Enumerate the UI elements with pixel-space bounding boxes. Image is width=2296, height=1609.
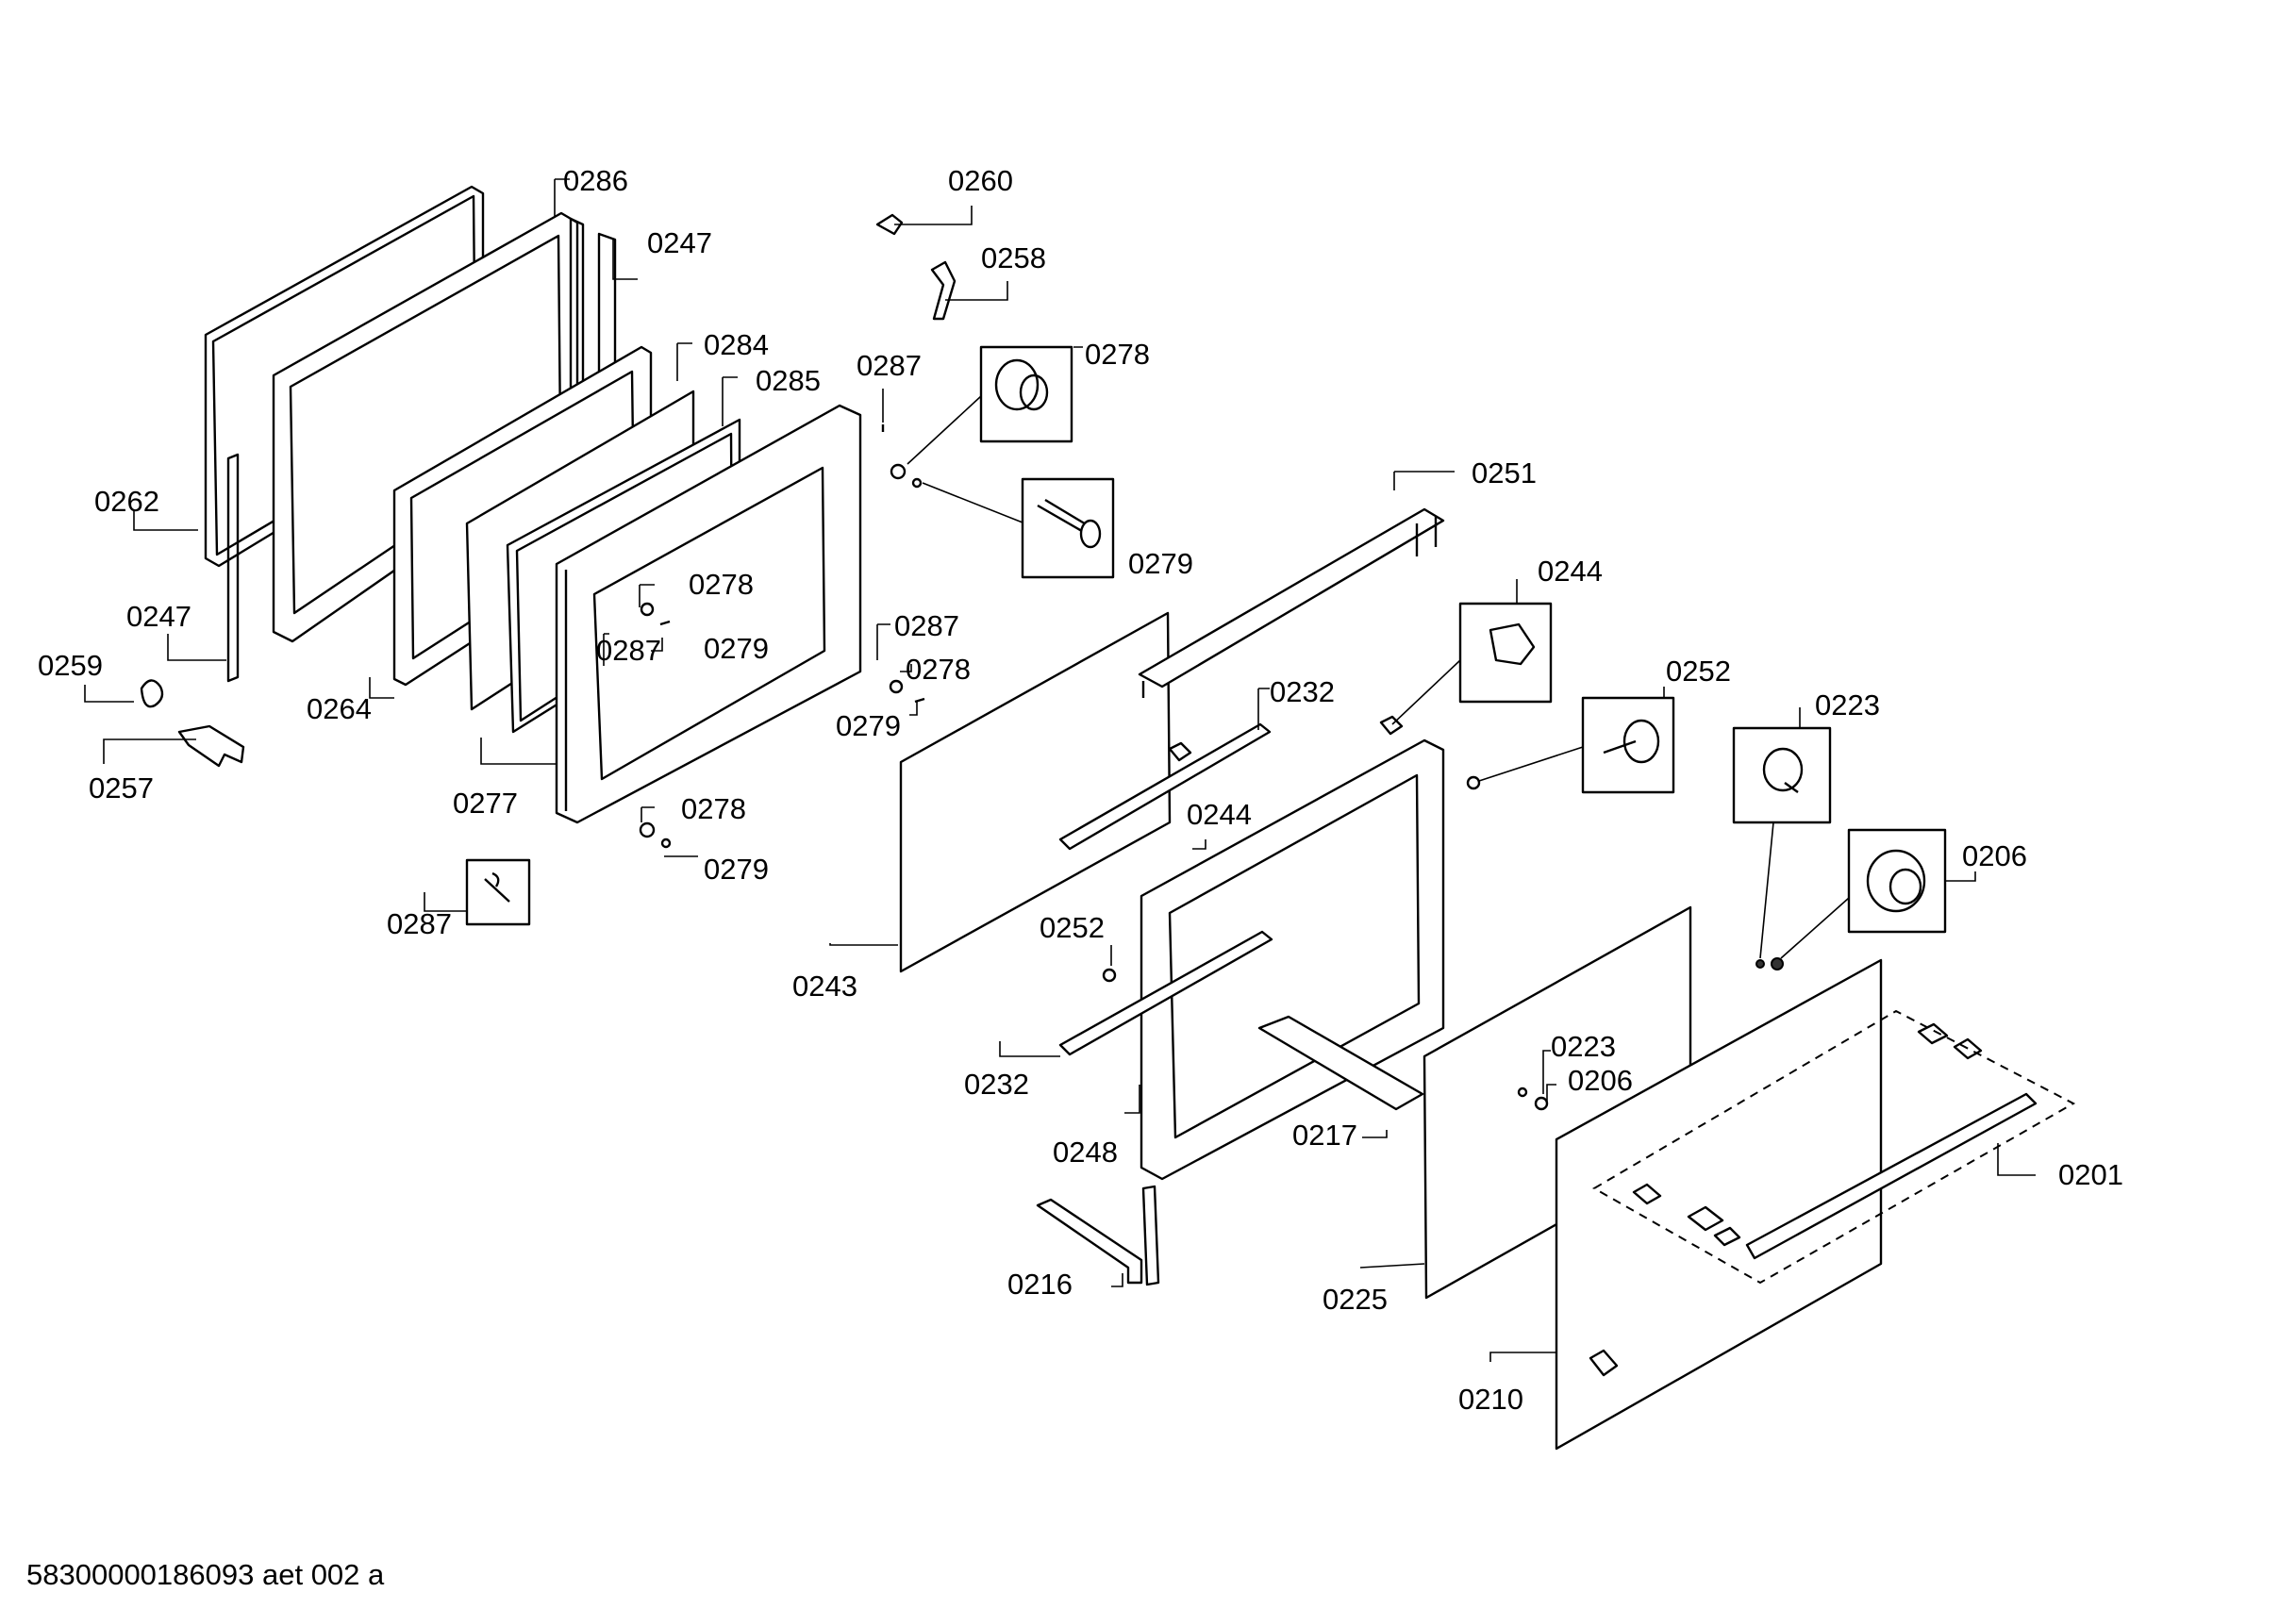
callout-0284: 0284	[704, 328, 769, 361]
callout-0244a: 0244	[1538, 555, 1603, 588]
callout-0210: 0210	[1458, 1383, 1523, 1416]
callout-0216: 0216	[1007, 1268, 1073, 1301]
callout-0206a: 0206	[1962, 839, 2027, 872]
callout-0279a: 0279	[704, 632, 769, 665]
callout-0259: 0259	[38, 649, 103, 682]
callout-0279c: 0279	[1128, 547, 1193, 580]
callout-0223b: 0223	[1551, 1030, 1616, 1063]
callout-0287a: 0287	[596, 634, 661, 667]
part-0232-rail-b	[1058, 930, 1273, 1056]
callout-0279b: 0279	[704, 853, 769, 886]
part-0287-screw-box	[465, 858, 531, 926]
callout-0287d: 0287	[894, 609, 959, 642]
callout-0262: 0262	[94, 485, 159, 518]
callout-0278b: 0278	[681, 792, 746, 825]
part-0259-clip	[140, 679, 164, 708]
small-parts-middle	[1102, 715, 1481, 983]
callout-labels: 0286 0247 0284 0285 0262 0247 0259 0257 …	[38, 164, 2123, 1416]
callout-0252b: 0252	[1040, 911, 1105, 944]
part-0223-knob-box	[1732, 726, 1832, 824]
callout-0201: 0201	[2058, 1158, 2123, 1191]
callout-0217: 0217	[1292, 1119, 1357, 1152]
part-0210-front-panel	[1555, 958, 1883, 1451]
callout-0264: 0264	[307, 692, 372, 725]
callout-0247b: 0247	[126, 600, 191, 633]
diagram-footer-code: 58300000186093 aet 002 a	[26, 1558, 385, 1591]
callout-0286: 0286	[563, 164, 628, 197]
callout-0206b: 0206	[1568, 1064, 1633, 1097]
part-0247-strip-b	[226, 453, 240, 683]
small-screws-left	[639, 602, 925, 849]
callout-0277: 0277	[453, 787, 518, 820]
callout-0287b: 0287	[387, 907, 452, 940]
part-0257-hinge-bracket	[177, 724, 245, 768]
part-0258-hinge-arm	[930, 260, 957, 321]
callout-0225: 0225	[1323, 1283, 1388, 1316]
callout-0244b: 0244	[1187, 798, 1252, 831]
callout-0223a: 0223	[1815, 688, 1880, 722]
part-0260-hinge-pin	[875, 213, 904, 236]
callout-0260: 0260	[948, 164, 1013, 197]
callout-0248: 0248	[1053, 1136, 1118, 1169]
callout-0258: 0258	[981, 241, 1046, 274]
part-0251-top-rail	[1138, 507, 1445, 698]
callout-0279d: 0279	[836, 709, 901, 742]
callout-0257: 0257	[89, 771, 154, 804]
callout-0232b: 0232	[964, 1068, 1029, 1101]
part-0216-bracket	[1036, 1185, 1160, 1286]
part-0279-pin-box	[1021, 477, 1115, 579]
part-0248-door-frame	[1140, 738, 1445, 1181]
small-screws-right	[1517, 957, 1784, 1111]
callout-0232a: 0232	[1270, 675, 1335, 708]
callout-0252a: 0252	[1666, 655, 1731, 688]
part-0252-knob-box	[1581, 696, 1675, 794]
callout-0247a: 0247	[647, 226, 712, 259]
part-0217-bar	[1257, 1015, 1424, 1111]
small-screws-middle	[881, 424, 923, 489]
callout-0285: 0285	[756, 364, 821, 397]
part-0243-glass-pane	[899, 611, 1172, 973]
callout-0251: 0251	[1472, 456, 1537, 489]
leader-lines	[84, 178, 2036, 1362]
callout-0278a: 0278	[689, 568, 754, 601]
callout-0278c: 0278	[1085, 338, 1150, 371]
part-0232-rail-a	[1058, 722, 1272, 851]
part-0244-clip-box	[1458, 602, 1553, 704]
part-0277-inner-door-frame	[555, 404, 862, 824]
part-0278-roller-box	[979, 345, 1073, 443]
part-0201-handle	[1592, 1009, 2076, 1285]
callout-0278d: 0278	[906, 653, 971, 686]
part-0206-knob-box	[1847, 828, 1947, 934]
callout-0243: 0243	[792, 970, 857, 1003]
callout-0287c: 0287	[857, 349, 922, 382]
